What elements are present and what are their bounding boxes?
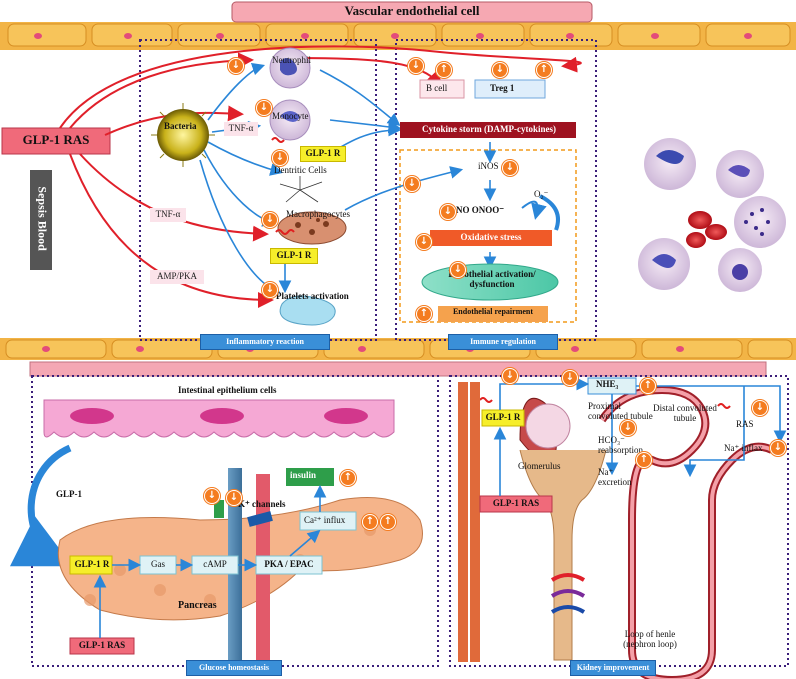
down-indicator-icon: ↓ bbox=[752, 400, 768, 416]
intestinal-graphic bbox=[43, 399, 395, 438]
glp1r-pancreas-label: GLP-1 R bbox=[74, 559, 110, 569]
proximal-tubule-label: Proximal convoluted tubule bbox=[588, 401, 653, 421]
na-inflax-label: Na⁺ inflax bbox=[724, 443, 763, 453]
glp1-ras-kidney-label: GLP-1 RAS bbox=[492, 498, 540, 508]
down-indicator-icon: ↓ bbox=[502, 160, 518, 176]
sepsis-blood-label: Sepsis Blood bbox=[35, 186, 50, 251]
b-cell-label: B cell bbox=[426, 83, 448, 93]
inos-label: iNOS bbox=[478, 161, 499, 171]
down-indicator-icon: ↓ bbox=[408, 58, 424, 74]
endothelial-repairment-label: Endothelial repairment bbox=[452, 307, 534, 316]
nephron-graphic bbox=[458, 382, 774, 679]
down-indicator-icon: ↓ bbox=[440, 204, 456, 220]
top-endothelial-band bbox=[0, 1, 796, 50]
down-indicator-icon: ↓ bbox=[562, 370, 578, 386]
down-indicator-icon: ↓ bbox=[272, 150, 288, 166]
immune-section-label: Immune regulation bbox=[448, 334, 558, 350]
insulin-label: insulin bbox=[290, 470, 317, 480]
treg-label: Treg 1 bbox=[490, 83, 515, 93]
monocyte-label: Monocyte bbox=[272, 111, 309, 121]
camp-label: cAMP bbox=[203, 559, 227, 569]
up-indicator-icon: ↑ bbox=[362, 514, 378, 530]
loop-of-henle-label: Loop of henle (nephron loop) bbox=[623, 629, 677, 649]
down-indicator-icon: ↓ bbox=[404, 176, 420, 192]
up-indicator-icon: ↑ bbox=[436, 62, 452, 78]
down-indicator-icon: ↓ bbox=[228, 58, 244, 74]
o2-label: O₂⁻ bbox=[534, 189, 549, 199]
tnf-alpha-tag-1: TNF-α bbox=[224, 122, 258, 136]
glp1r-tag-macrophage: GLP-1 R bbox=[270, 248, 318, 264]
middle-endothelial-band bbox=[0, 338, 796, 377]
glomerulus-label: Glomerulus bbox=[518, 461, 561, 471]
dendritic-label: Dentritic Cells bbox=[274, 165, 327, 175]
down-indicator-icon: ↓ bbox=[620, 420, 636, 436]
no-onoo-label: NO ONOO⁻ bbox=[456, 205, 505, 215]
k-channel-graphic bbox=[214, 500, 273, 527]
up-indicator-icon: ↑ bbox=[536, 62, 552, 78]
down-indicator-icon: ↓ bbox=[416, 234, 432, 250]
down-indicator-icon: ↓ bbox=[226, 490, 242, 506]
down-indicator-icon: ↓ bbox=[262, 212, 278, 228]
hco3-label: HCO₃⁻ reabsorption bbox=[598, 435, 643, 455]
pancreas-label: Pancreas bbox=[178, 600, 217, 611]
down-indicator-icon: ↓ bbox=[204, 488, 220, 504]
k-channels-label: K⁺ channels bbox=[238, 499, 286, 509]
glp1-ras-pancreas-label: GLP-1 RAS bbox=[78, 640, 126, 650]
bacteria-graphic bbox=[157, 109, 209, 161]
oxidative-stress-label: Oxidative stress bbox=[460, 232, 522, 242]
down-indicator-icon: ↓ bbox=[450, 262, 466, 278]
ras-kidney-label: RAS bbox=[736, 419, 754, 429]
na-excretion-label: Na⁺ excretion bbox=[598, 467, 632, 487]
down-indicator-icon: ↓ bbox=[492, 62, 508, 78]
up-indicator-icon: ↑ bbox=[636, 452, 652, 468]
intestinal-label: Intestinal epithelium cells bbox=[178, 385, 277, 395]
glp1-ras-main-label: GLP-1 RAS bbox=[22, 132, 90, 147]
nhe3-label: NHE₃ bbox=[596, 379, 619, 389]
ca-influx-label: Ca²⁺ influx bbox=[304, 515, 346, 525]
endothelial-dysfunction-label: Endothelial activation/ dysfunction bbox=[448, 269, 536, 289]
pka-epac-label: PKA / EPAC bbox=[264, 559, 314, 569]
glp1-label: GLP-1 bbox=[56, 489, 82, 499]
down-indicator-icon: ↓ bbox=[262, 282, 278, 298]
glucose-section-label: Glucose homeostasis bbox=[186, 660, 282, 676]
glp1r-kidney-label: GLP-1 R bbox=[485, 412, 521, 422]
up-indicator-icon: ↑ bbox=[380, 514, 396, 530]
distal-tubule-label: Distal convoluted tubule bbox=[653, 403, 717, 423]
down-indicator-icon: ↓ bbox=[770, 440, 786, 456]
gas-label: Gas bbox=[151, 559, 165, 569]
cytokine-storm-label: Cytokine storm (DAMP-cytokines) bbox=[422, 124, 556, 134]
amp-pka-tag: AMP/PKA bbox=[150, 270, 204, 284]
bacteria-label: Bacteria bbox=[164, 121, 197, 131]
macrophage-label: Macrophagocytes bbox=[286, 209, 350, 219]
up-indicator-icon: ↑ bbox=[340, 470, 356, 486]
up-indicator-icon: ↑ bbox=[416, 306, 432, 322]
kidney-section-label: Kidney improvement bbox=[570, 660, 656, 676]
down-indicator-icon: ↓ bbox=[502, 368, 518, 384]
neutrophil-label: Neutrophil bbox=[272, 55, 311, 65]
platelets-label: Platelets activation bbox=[276, 291, 349, 301]
down-indicator-icon: ↓ bbox=[256, 100, 272, 116]
inflammatory-section-label: Inflammatory reaction bbox=[200, 334, 330, 350]
up-indicator-icon: ↑ bbox=[640, 378, 656, 394]
top-banner-title: Vascular endothelial cell bbox=[344, 3, 480, 18]
glp1r-tag-monocyte: GLP-1 R bbox=[300, 146, 346, 162]
tnf-alpha-tag-2: TNF-α bbox=[150, 208, 186, 222]
